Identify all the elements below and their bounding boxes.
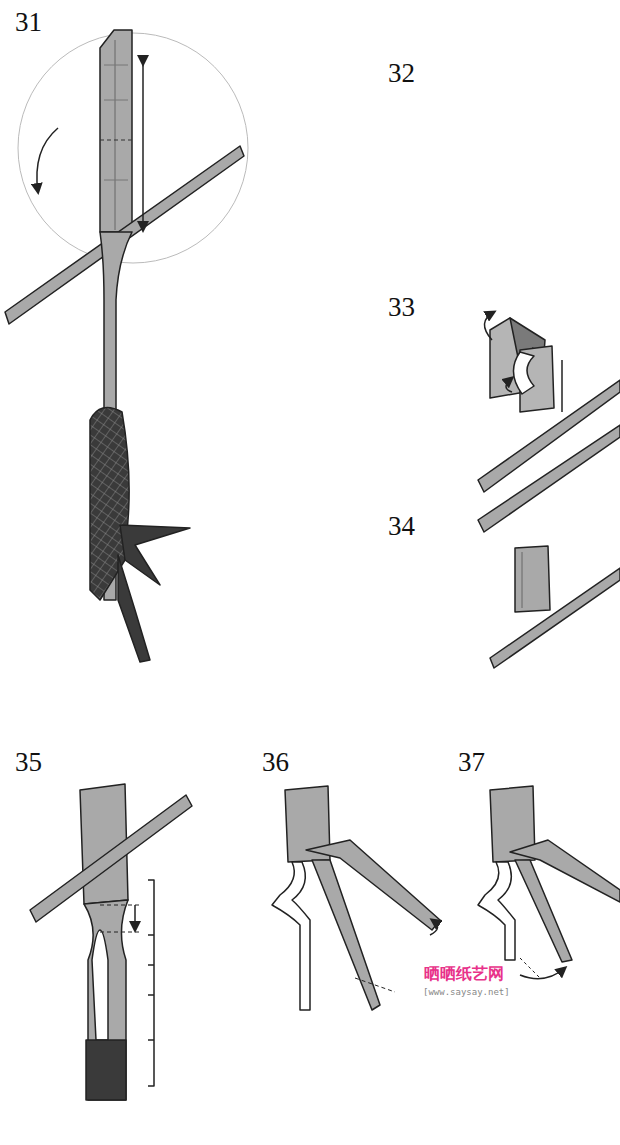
step-number: 33 (388, 294, 415, 321)
step-number: 31 (15, 9, 42, 36)
watermark-url: [www.saysay.net] (423, 988, 510, 997)
watermark: 晒晒纸艺网 (424, 966, 504, 982)
step-number: 36 (262, 749, 289, 776)
step-number: 32 (388, 60, 415, 87)
step-number: 37 (458, 749, 485, 776)
step-number: 35 (15, 749, 42, 776)
step-number: 34 (388, 513, 415, 540)
